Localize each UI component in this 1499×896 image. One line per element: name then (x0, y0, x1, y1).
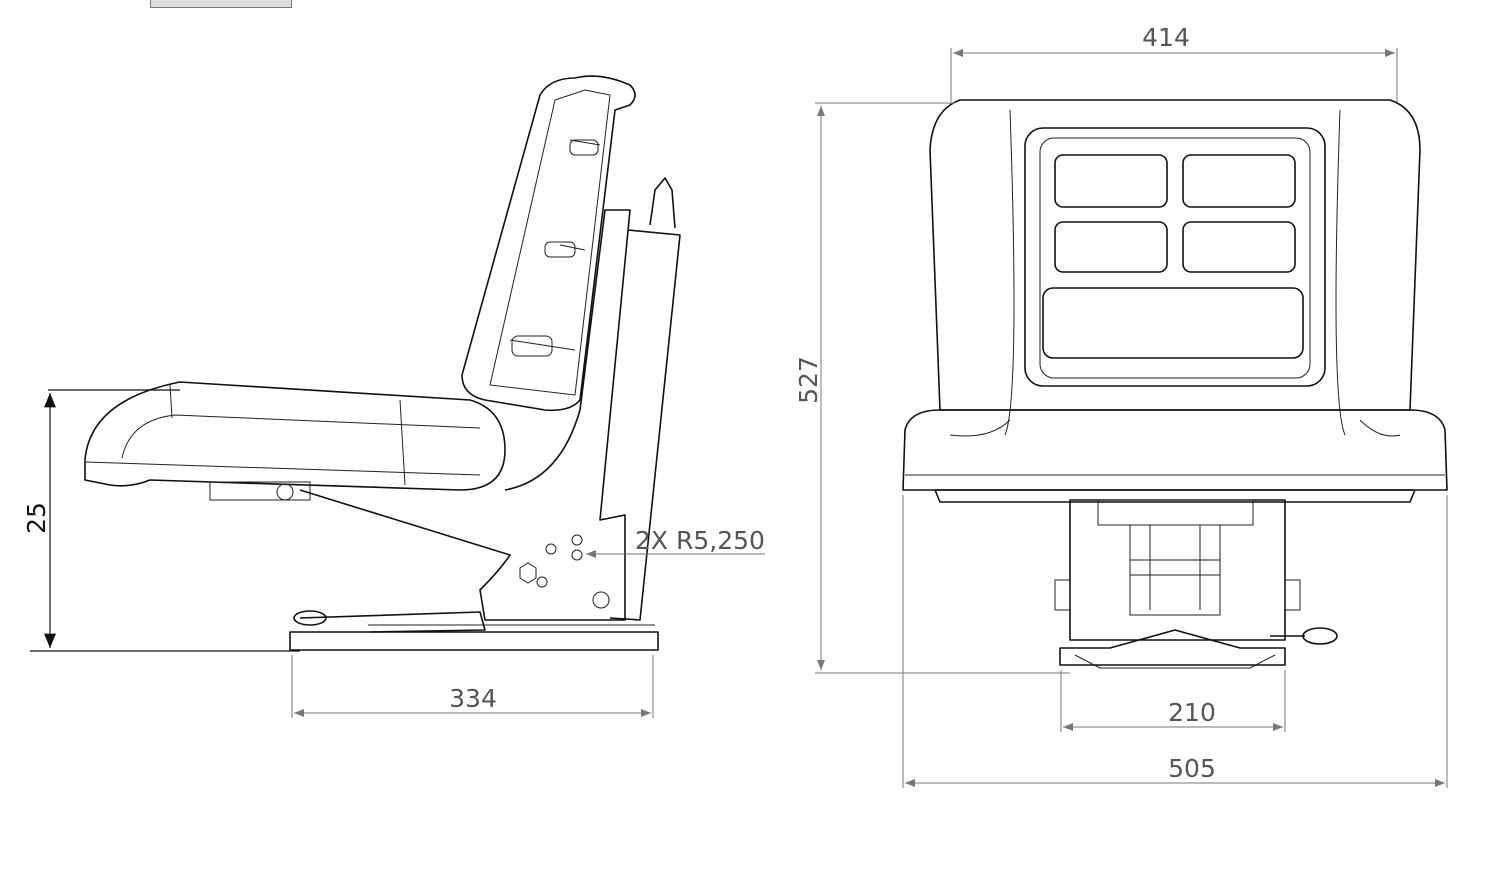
front-suspension (1054, 499, 1338, 669)
backrest-width-dimension: 414 (1142, 23, 1190, 52)
front-backrest (929, 99, 1421, 436)
side-frame (209, 177, 681, 621)
side-backrest (461, 75, 636, 412)
hole-callout: 2X R5,250 (635, 526, 765, 555)
overall-width-dimension: 505 (1168, 754, 1216, 783)
side-seat-cushion (84, 381, 506, 491)
base-width-dimension: 210 (1168, 698, 1216, 727)
front-view: 414 527 210 505 (794, 23, 1448, 788)
side-base-rail (289, 610, 659, 651)
side-view: 25 334 2X R5,250 (22, 75, 765, 718)
window-tab (150, 0, 292, 8)
side-base-length-dimension: 334 (449, 684, 497, 713)
side-height-dimension: 25 (22, 502, 51, 534)
overall-height-dimension: 527 (794, 356, 823, 404)
front-seat (902, 409, 1448, 503)
